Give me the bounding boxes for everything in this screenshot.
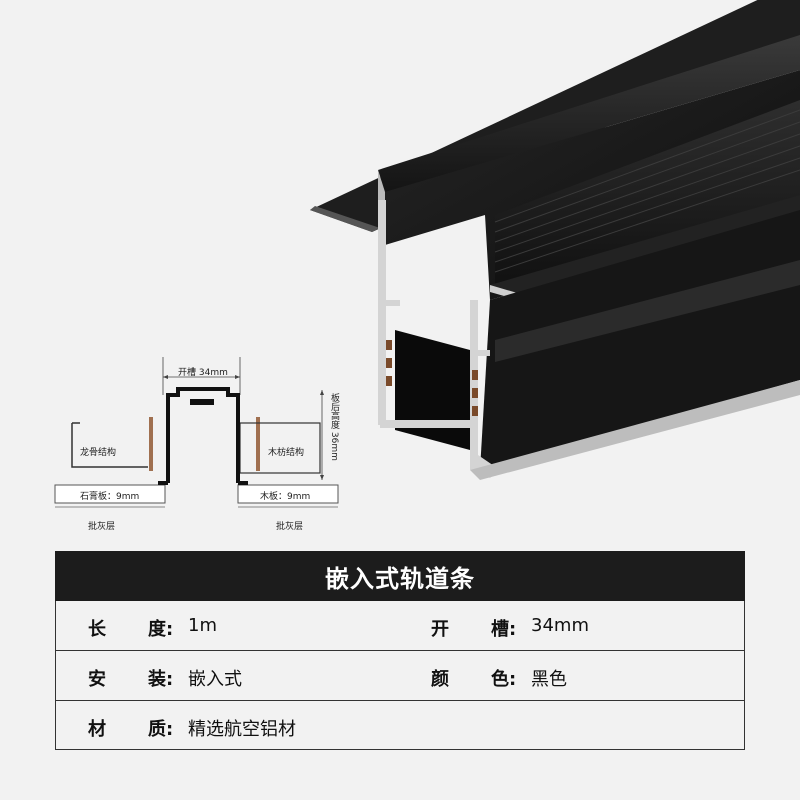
spec-table: 长 度: 1m 开 槽: 34mm 安 装: 嵌入式 颜 色: 黑色 材 质: … xyxy=(55,601,745,750)
cross-section-drawing xyxy=(54,357,339,508)
left-board-label: 石膏板：9mm xyxy=(80,492,140,502)
spec-value-install: 嵌入式 xyxy=(188,669,242,690)
spec-value-color: 黑色 xyxy=(531,669,567,690)
right-structure-label: 木枋结构 xyxy=(268,448,305,458)
height-label: 板后高度 36mm xyxy=(329,393,339,461)
spec-label: 度: xyxy=(148,619,174,640)
spec-label: 开 xyxy=(431,619,449,640)
spec-value-material: 精选航空铝材 xyxy=(188,719,296,740)
right-putty-label: 批灰层 xyxy=(276,522,304,532)
spec-row: 长 度: 1m 开 槽: 34mm xyxy=(56,601,744,651)
spec-row: 材 质: 精选航空铝材 xyxy=(56,701,744,751)
spec-label: 颜 xyxy=(431,669,449,690)
slot-width-label: 开槽 34mm xyxy=(178,368,228,378)
left-structure-label: 龙骨结构 xyxy=(80,448,117,458)
spec-label: 槽: xyxy=(491,619,517,640)
spec-label: 长 xyxy=(88,619,106,640)
spec-label: 装: xyxy=(148,669,174,690)
spec-value-slot: 34mm xyxy=(531,615,589,636)
product-image xyxy=(310,0,800,480)
spec-label: 安 xyxy=(88,669,106,690)
right-board-label: 木板：9mm xyxy=(260,492,311,502)
left-putty-label: 批灰层 xyxy=(88,522,116,532)
spec-row: 安 装: 嵌入式 颜 色: 黑色 xyxy=(56,651,744,701)
installation-diagram: 开槽 34mm 板后高度 36mm 龙骨结构 木枋结构 石膏板：9mm 木板：9… xyxy=(50,355,360,535)
spec-value-length: 1m xyxy=(188,615,217,636)
spec-title: 嵌入式轨道条 xyxy=(55,551,745,601)
spec-label: 质: xyxy=(148,719,174,740)
spec-label: 色: xyxy=(491,669,517,690)
spec-label: 材 xyxy=(88,719,106,740)
track-rail-illustration xyxy=(310,0,800,480)
